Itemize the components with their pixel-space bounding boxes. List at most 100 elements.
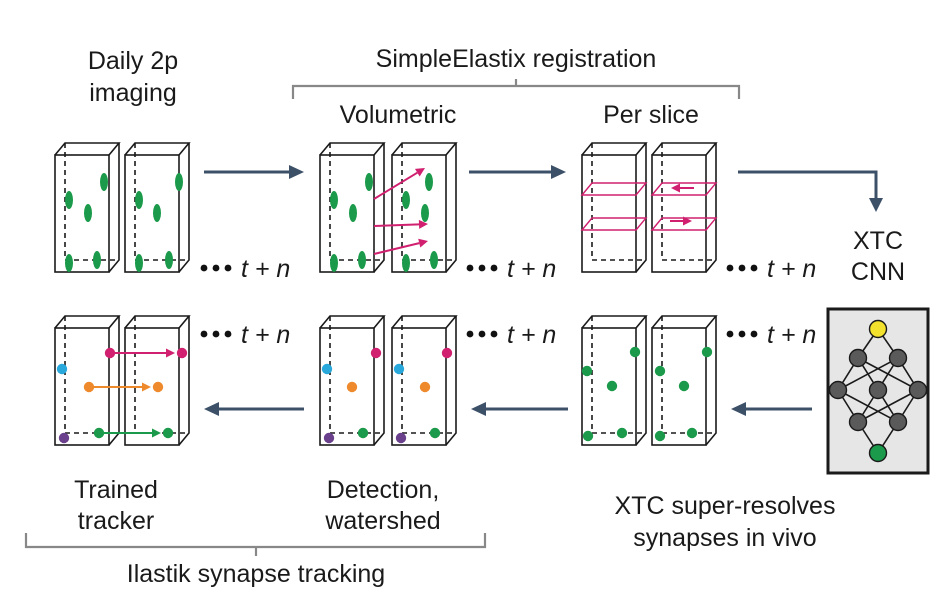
hidden-node: [828, 380, 848, 400]
synapse-dot: [581, 365, 593, 377]
registration-slice: [580, 182, 648, 196]
synapse-blob: [358, 251, 366, 269]
xtc-network-panel: [826, 307, 930, 475]
synapse-blob: [365, 173, 373, 191]
arrow-head: [869, 198, 883, 212]
synapse-blob: [153, 204, 161, 222]
time-label: t + n: [241, 255, 290, 283]
synapse-blob: [349, 204, 357, 222]
arrow-head: [551, 165, 566, 179]
image-stack-box: [54, 142, 121, 273]
time-marker: t + n: [726, 321, 816, 349]
image-stack-box: [651, 315, 718, 446]
synapse-dot: [393, 363, 405, 375]
image-stack-box: [581, 142, 648, 273]
synapse-dot: [616, 427, 628, 439]
synapse-dot: [429, 427, 441, 439]
time-marker: t + n: [726, 255, 816, 283]
time-marker: t + n: [466, 321, 556, 349]
volumetric-label: Volumetric: [340, 101, 457, 129]
superres-label-line1: XTC super-resolves: [615, 492, 836, 520]
synapse-blob: [165, 251, 173, 269]
synapse-dot: [104, 347, 116, 359]
arrow-head: [731, 402, 746, 416]
track-arrow: [114, 348, 175, 358]
synapse-dot: [162, 427, 174, 439]
hidden-node: [848, 412, 868, 432]
registration-arrow: [373, 238, 428, 255]
time-marker: t + n: [200, 255, 290, 283]
hidden-node: [888, 412, 908, 432]
synapse-blob: [330, 191, 338, 209]
synapse-dot: [606, 380, 618, 392]
output-node: [868, 443, 888, 463]
track-arrow: [93, 382, 151, 392]
hidden-node: [888, 348, 908, 368]
arrow-head: [289, 165, 304, 179]
time-label: t + n: [507, 321, 556, 349]
daily-imaging-label-line2: imaging: [89, 79, 177, 107]
time-marker: t + n: [466, 255, 556, 283]
xtc-cnn-label-line2: CNN: [851, 258, 905, 286]
image-stack-box: [319, 315, 386, 446]
synapse-dot: [370, 347, 382, 359]
synapse-dot: [686, 427, 698, 439]
track-arrow: [103, 428, 161, 438]
arrow-head: [204, 402, 219, 416]
image-stack-box: [651, 142, 718, 273]
synapse-dot: [58, 432, 70, 444]
synapse-blob: [65, 254, 73, 272]
synapse-dot: [93, 427, 105, 439]
synapse-blob: [100, 173, 108, 191]
image-stack-box: [124, 315, 191, 446]
synapse-dot: [654, 365, 666, 377]
synapse-dot: [654, 430, 666, 442]
superres-label-line2: synapses in vivo: [633, 524, 816, 552]
flow-arrow: [738, 170, 878, 200]
synapse-blob: [135, 191, 143, 209]
time-label: t + n: [767, 255, 816, 283]
time-label: t + n: [767, 321, 816, 349]
registration-slice: [650, 182, 718, 196]
trained-tracker-label-line2: tracker: [78, 507, 154, 535]
slice-shift-arrow: [671, 183, 694, 193]
synapse-blob: [430, 251, 438, 269]
synapse-dot: [419, 381, 431, 393]
synapse-dot: [357, 427, 369, 439]
synapse-dot: [701, 346, 713, 358]
synapse-dot: [346, 381, 358, 393]
registration-bracket: [291, 84, 741, 99]
image-stack-box: [391, 315, 458, 446]
synapse-dot: [629, 346, 641, 358]
per-slice-label: Per slice: [603, 101, 699, 129]
input-node: [868, 319, 888, 339]
synapse-dot: [678, 380, 690, 392]
detection-label-line1: Detection,: [327, 476, 440, 504]
hidden-node: [848, 348, 868, 368]
image-stack-box: [319, 142, 386, 273]
synapse-blob: [135, 254, 143, 272]
synapse-blob: [175, 173, 183, 191]
synapse-dot: [176, 347, 188, 359]
synapse-blob: [65, 191, 73, 209]
synapse-dot: [323, 432, 335, 444]
synapse-blob: [425, 173, 433, 191]
image-stack-box: [124, 142, 191, 273]
registration-arrow: [373, 219, 428, 229]
synapse-dot: [152, 381, 164, 393]
registration-title: SimpleElastix registration: [376, 45, 657, 73]
image-stack-box: [391, 142, 458, 273]
synapse-blob: [402, 254, 410, 272]
image-stack-box: [581, 315, 648, 446]
synapse-dot: [441, 347, 453, 359]
synapse-dot: [582, 430, 594, 442]
synapse-blob: [421, 204, 429, 222]
hidden-node: [908, 380, 928, 400]
hidden-node: [868, 380, 888, 400]
image-stack-box: [54, 315, 121, 446]
daily-imaging-label-line1: Daily 2p: [88, 47, 178, 75]
synapse-blob: [330, 254, 338, 272]
trained-tracker-label-line1: Trained: [74, 476, 158, 504]
ilastik-bracket: [24, 533, 487, 549]
